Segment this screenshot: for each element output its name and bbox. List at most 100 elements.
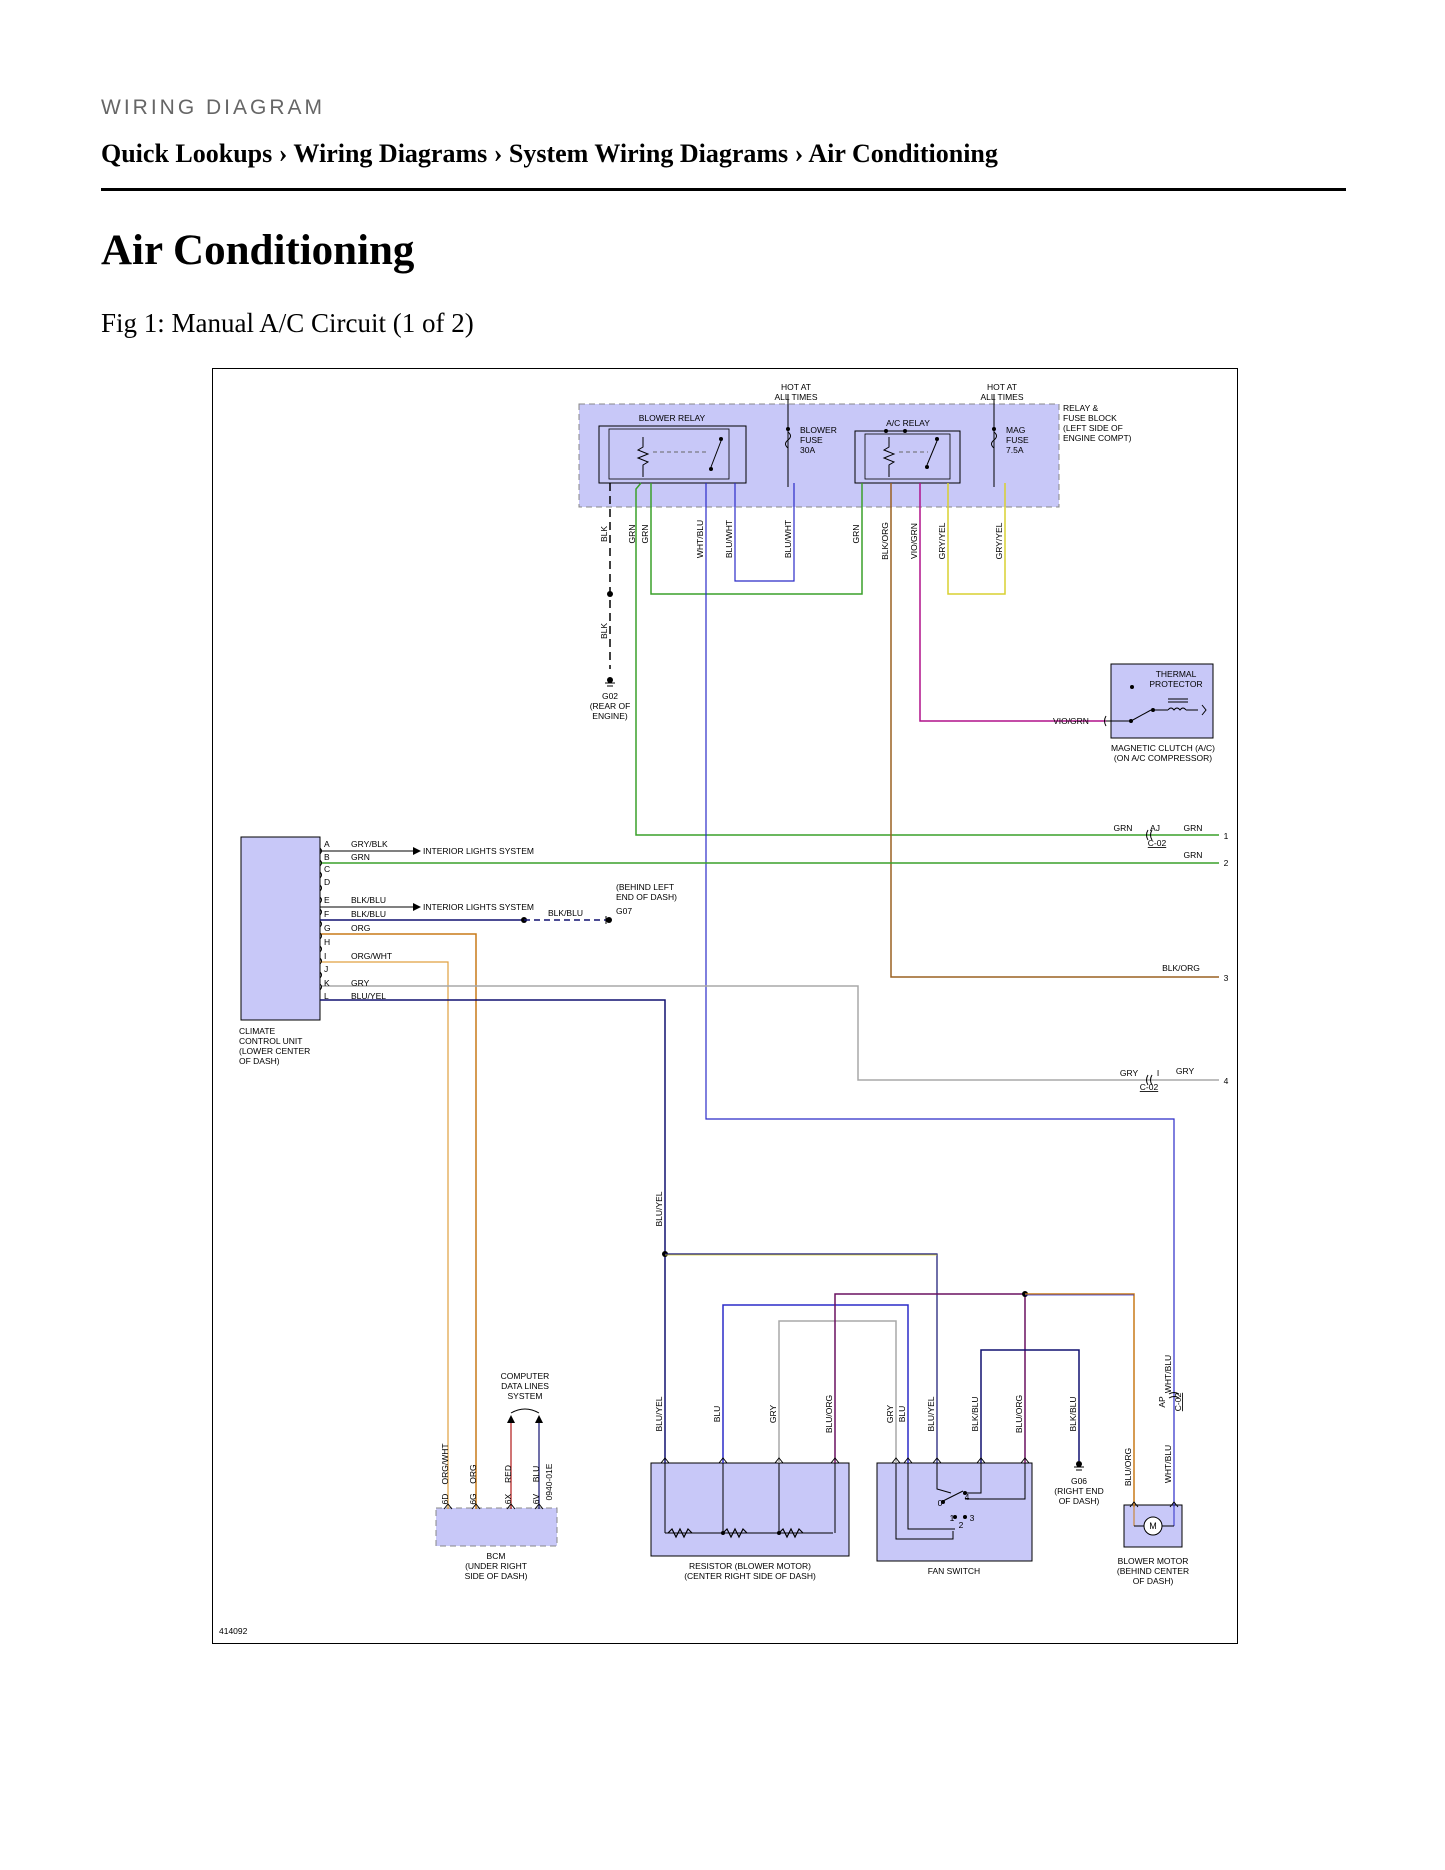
svg-text:BLK/BLU: BLK/BLU <box>548 908 583 918</box>
blower-relay <box>598 425 747 484</box>
wire-blu-yel-fan <box>665 1253 938 1463</box>
svg-text:VIO/GRN: VIO/GRN <box>909 523 919 559</box>
svg-text:GRY: GRY <box>885 1405 895 1424</box>
svg-text:G07: G07 <box>616 906 632 916</box>
interior-lights-ref-2: INTERIOR LIGHTS SYSTEM <box>423 902 534 912</box>
svg-text:GRY: GRY <box>1120 1068 1139 1078</box>
connector-c02-i <box>1146 1074 1153 1086</box>
thermal-protector <box>1110 663 1214 739</box>
svg-text:L: L <box>324 991 329 1001</box>
mag-fuse-label: MAG <box>1006 425 1025 435</box>
svg-text:I: I <box>1157 1068 1159 1078</box>
svg-text:GRY: GRY <box>351 978 370 988</box>
svg-text:D: D <box>324 877 330 887</box>
svg-text:B: B <box>324 852 330 862</box>
svg-text:BLK/ORG: BLK/ORG <box>1162 963 1200 973</box>
g02-label: G02 <box>602 691 618 701</box>
svg-text:GRN: GRN <box>1184 823 1203 833</box>
svg-text:ENGINE COMPT): ENGINE COMPT) <box>1063 433 1132 443</box>
wiring-diagram: HOT AT ALL TIMES HOT AT ALL TIMES BLOWER… <box>212 368 1238 1644</box>
svg-text:6X: 6X <box>503 1493 513 1504</box>
svg-text:(BEHIND CENTER: (BEHIND CENTER <box>1117 1566 1189 1576</box>
wire-gry-yel <box>947 483 1006 595</box>
svg-text:0940-01E: 0940-01E <box>544 1463 554 1500</box>
blower-fuse-symbol <box>785 431 791 449</box>
svg-text:GRN: GRN <box>851 525 861 544</box>
g06-label: G06 <box>1071 1476 1087 1486</box>
svg-text:H: H <box>324 937 330 947</box>
svg-text:30A: 30A <box>800 445 815 455</box>
resistor-element-2 <box>722 1527 748 1539</box>
wire-blk-org <box>890 483 1219 978</box>
blower-relay-coil <box>636 437 650 477</box>
svg-text:BLU: BLU <box>897 1406 907 1423</box>
svg-text:OF DASH): OF DASH) <box>1133 1576 1174 1586</box>
svg-text:BLK/BLU: BLK/BLU <box>351 909 386 919</box>
svg-text:G: G <box>324 923 331 933</box>
svg-text:GRN: GRN <box>640 525 650 544</box>
svg-text:4: 4 <box>1224 1076 1229 1086</box>
climate-control-unit <box>240 836 321 1021</box>
blower-motor-label: BLOWER MOTOR <box>1118 1556 1189 1566</box>
ac-relay-coil <box>882 437 896 477</box>
figure-id: 414092 <box>219 1626 248 1636</box>
bcm-box <box>435 1507 558 1547</box>
svg-text:ENGINE): ENGINE) <box>592 711 628 721</box>
fan-switch-label: FAN SWITCH <box>928 1566 980 1576</box>
svg-text:BLU: BLU <box>531 1466 541 1483</box>
svg-text:DATA LINES: DATA LINES <box>501 1381 549 1391</box>
ac-relay-inner <box>864 433 951 480</box>
svg-text:7.5A: 7.5A <box>1006 445 1024 455</box>
hot-label-1: HOT AT <box>781 382 811 392</box>
svg-text:ALL TIMES: ALL TIMES <box>981 392 1024 402</box>
page-title: Air Conditioning <box>101 227 415 274</box>
mag-fuse-symbol <box>991 431 997 449</box>
svg-text:I: I <box>324 951 326 961</box>
svg-text:(UNDER RIGHT: (UNDER RIGHT <box>465 1561 527 1571</box>
svg-text:OF DASH): OF DASH) <box>239 1056 280 1066</box>
relay-block-label: RELAY & <box>1063 403 1098 413</box>
svg-text:BLK: BLK <box>599 526 609 542</box>
wire-vio-grn <box>919 483 1106 722</box>
svg-text:GRY/YEL: GRY/YEL <box>994 522 1004 559</box>
svg-text:C-02: C-02 <box>1173 1393 1183 1412</box>
svg-text:(CENTER RIGHT SIDE OF DASH): (CENTER RIGHT SIDE OF DASH) <box>684 1571 816 1581</box>
svg-text:F: F <box>324 909 329 919</box>
svg-text:(LOWER CENTER: (LOWER CENTER <box>239 1046 310 1056</box>
blower-relay-label: BLOWER RELAY <box>639 413 706 423</box>
wire-org-wht <box>320 961 449 1509</box>
svg-text:PROTECTOR: PROTECTOR <box>1149 679 1202 689</box>
svg-text:BLK/ORG: BLK/ORG <box>880 522 890 560</box>
svg-text:END OF DASH): END OF DASH) <box>616 892 677 902</box>
blower-motor-resistor <box>650 1462 850 1557</box>
svg-text:A: A <box>324 839 330 849</box>
svg-text:6G: 6G <box>468 1493 478 1504</box>
svg-text:BLU/YEL: BLU/YEL <box>654 1396 664 1431</box>
svg-text:6V: 6V <box>531 1493 541 1504</box>
interior-lights-ref-1: INTERIOR LIGHTS SYSTEM <box>423 846 534 856</box>
svg-text:BLU/YEL: BLU/YEL <box>654 1191 664 1226</box>
svg-text:BLU/YEL: BLU/YEL <box>926 1396 936 1431</box>
svg-text:3: 3 <box>1224 973 1229 983</box>
ac-relay-contact <box>926 440 938 466</box>
breadcrumb: Quick Lookups › Wiring Diagrams › System… <box>101 139 998 168</box>
blower-relay-inner <box>608 428 730 480</box>
svg-text:SIDE OF DASH): SIDE OF DASH) <box>465 1571 528 1581</box>
ac-relay-label: A/C RELAY <box>886 418 930 428</box>
ccu-label: CLIMATE <box>239 1026 276 1036</box>
svg-text:SYSTEM: SYSTEM <box>508 1391 543 1401</box>
svg-text:BLU/WHT: BLU/WHT <box>783 520 793 558</box>
svg-text:BLU: BLU <box>712 1406 722 1423</box>
wire-org <box>320 933 477 1509</box>
svg-text:AP: AP <box>1157 1396 1167 1408</box>
resistor-label: RESISTOR (BLOWER MOTOR) <box>689 1561 811 1571</box>
svg-text:4: 4 <box>965 1492 970 1502</box>
blower-relay-contact <box>710 440 722 468</box>
magnetic-clutch-label: MAGNETIC CLUTCH (A/C) <box>1111 743 1215 753</box>
svg-text:VIO/GRN: VIO/GRN <box>1053 716 1089 726</box>
motor-symbol: M <box>1149 1521 1157 1531</box>
svg-text:BLU/WHT: BLU/WHT <box>724 520 734 558</box>
svg-text:J: J <box>324 964 328 974</box>
figure-caption: Fig 1: Manual A/C Circuit (1 of 2) <box>101 308 474 338</box>
svg-text:0: 0 <box>938 1498 943 1508</box>
